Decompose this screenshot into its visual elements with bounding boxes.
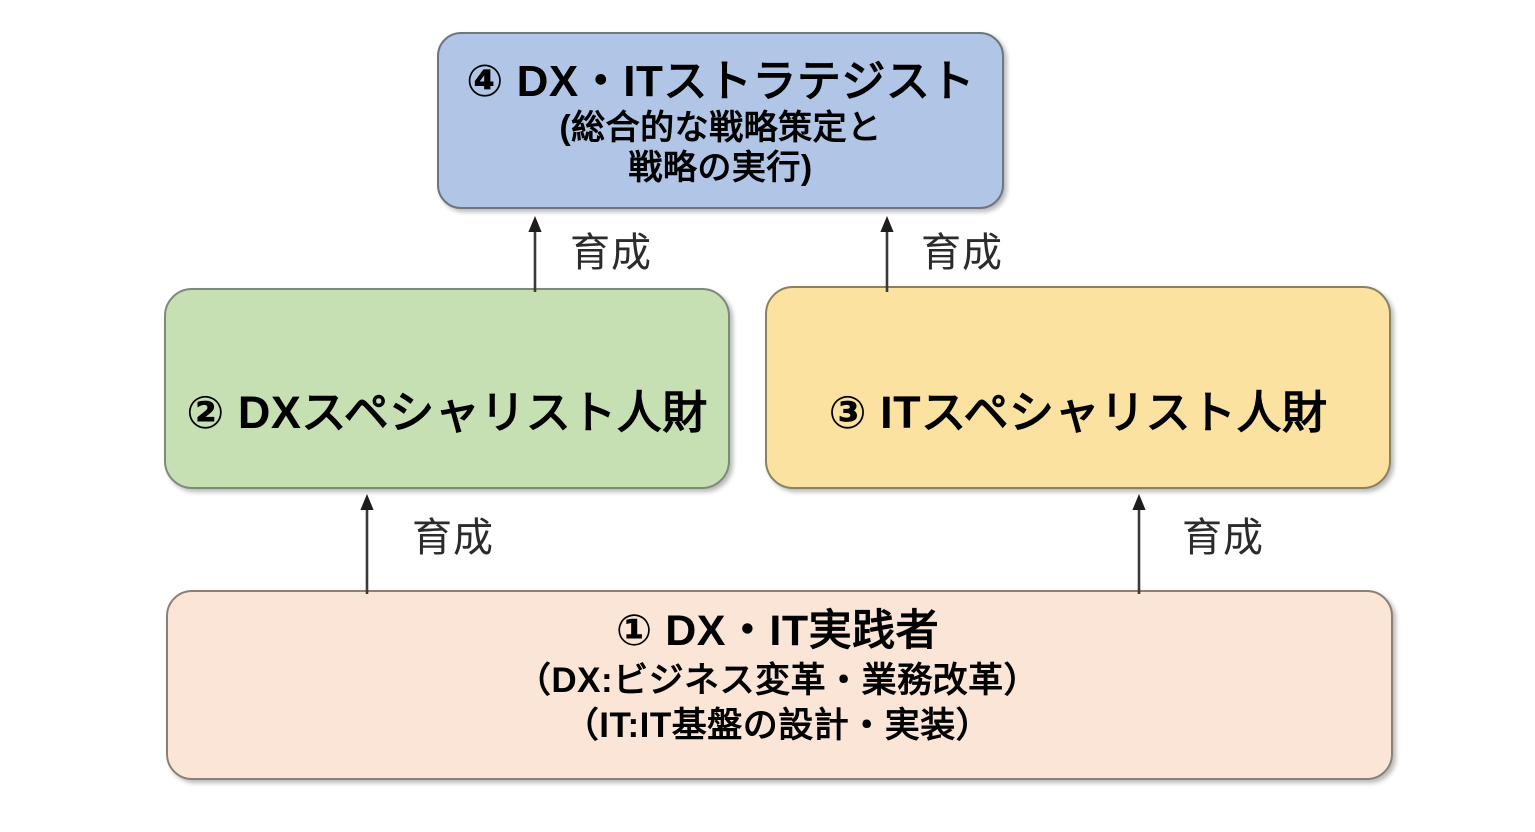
node-dx-it-practitioner[interactable]: ① DX・IT実践者 （DX:ビジネス変革・業務改革） （IT:IT基盤の設計・…	[166, 590, 1393, 780]
node-practitioner-subline-2: （IT:IT基盤の設計・実装）	[563, 705, 992, 745]
node-it-specialist[interactable]: ③ ITスペシャリスト人財	[765, 286, 1391, 489]
node-strategist-heading: ④ DX・ITストラテジスト	[466, 57, 975, 107]
edge-label-practitioner-to-dx: 育成	[412, 516, 494, 560]
edge-label-practitioner-to-it: 育成	[1182, 516, 1264, 560]
node-practitioner-subline-1: （DX:ビジネス変革・業務改革）	[515, 660, 1040, 700]
node-dx-specialist[interactable]: ② DXスペシャリスト人財	[164, 288, 730, 489]
node-practitioner-heading: ① DX・IT実践者	[615, 607, 940, 655]
arrow-practitioner-to-dx-specialist	[356, 494, 378, 594]
node-dx-it-strategist[interactable]: ④ DX・ITストラテジスト (総合的な戦略策定と 戦略の実行)	[437, 32, 1004, 209]
arrow-it-specialist-to-strategist	[876, 216, 898, 292]
node-strategist-subline-2: 戦略の実行)	[628, 149, 813, 188]
edge-label-it-to-strategist: 育成	[921, 231, 1003, 275]
node-dx-specialist-heading: ② DXスペシャリスト人財	[186, 386, 708, 438]
node-strategist-subline-1: (総合的な戦略策定と	[559, 109, 882, 148]
edge-label-dx-to-strategist: 育成	[570, 231, 652, 275]
arrow-practitioner-to-it-specialist	[1128, 494, 1150, 594]
node-it-specialist-heading: ③ ITスペシャリスト人財	[828, 386, 1328, 438]
arrow-dx-specialist-to-strategist	[524, 216, 546, 292]
